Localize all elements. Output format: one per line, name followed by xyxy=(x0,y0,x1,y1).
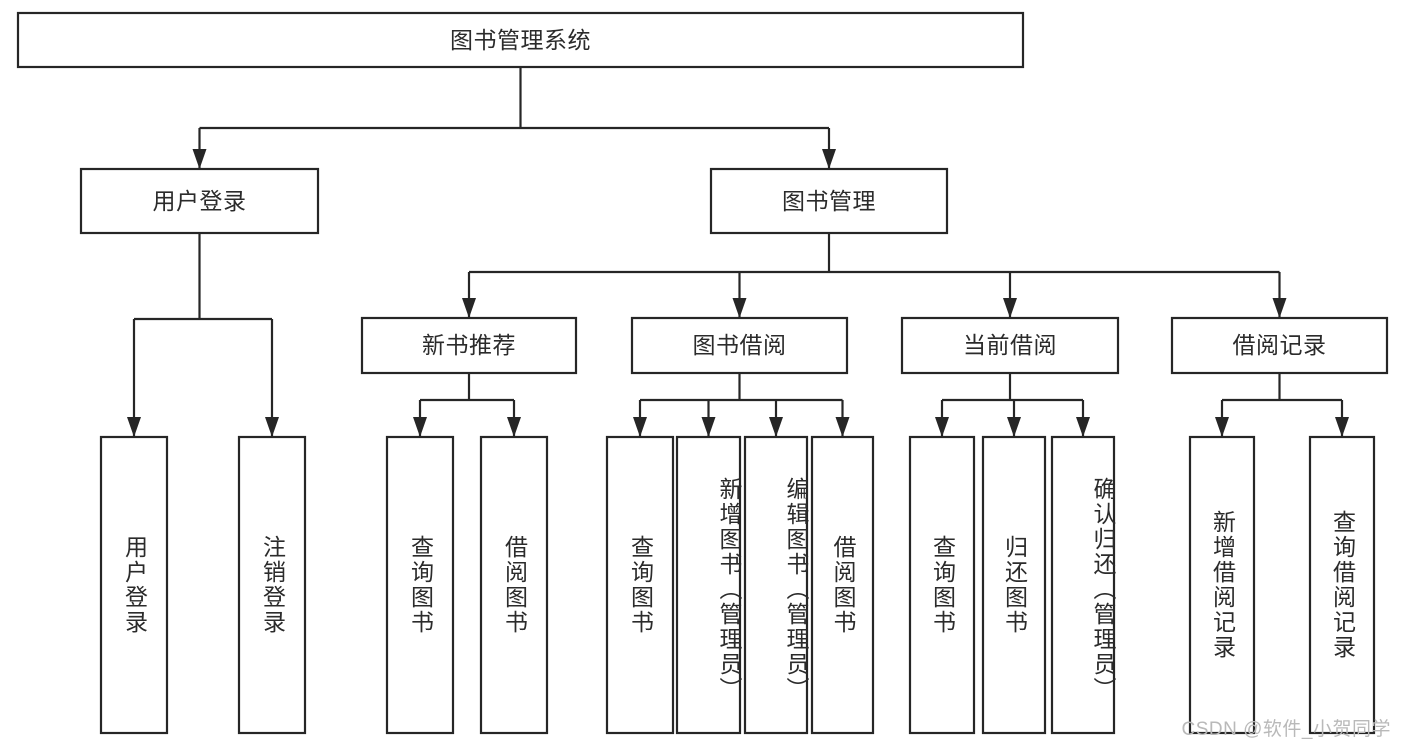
arrow-head-user_login-0 xyxy=(127,417,141,437)
arrow-head-book_borrow-2 xyxy=(769,417,783,437)
node-box-root xyxy=(16,11,1025,69)
arrow-head-new_book_rec-0 xyxy=(413,417,427,437)
arrow-head-current_borrow-2 xyxy=(1076,417,1090,437)
node-box-leaf_query_borrow_record xyxy=(1308,435,1376,735)
boxes-layer xyxy=(16,11,1389,735)
arrow-head-user_login-1 xyxy=(265,417,279,437)
arrow-head-book_borrow-0 xyxy=(633,417,647,437)
node-box-leaf_borrow_book_rec xyxy=(479,435,549,735)
node-box-borrow_record xyxy=(1170,316,1389,375)
arrow-head-book_manage-0 xyxy=(462,298,476,318)
arrow-head-borrow_record-0 xyxy=(1215,417,1229,437)
node-box-book_borrow xyxy=(630,316,849,375)
node-box-leaf_user_logout xyxy=(237,435,307,735)
node-box-leaf_add_borrow_record xyxy=(1188,435,1256,735)
arrow-head-root-1 xyxy=(822,149,836,169)
arrow-head-book_borrow-1 xyxy=(701,417,716,437)
arrow-head-borrow_record-1 xyxy=(1335,417,1349,437)
node-box-leaf_confirm_return_admin xyxy=(1050,435,1116,735)
node-box-book_manage xyxy=(709,167,949,235)
node-box-leaf_query_book_c xyxy=(908,435,976,735)
arrow-head-current_borrow-1 xyxy=(1007,417,1021,437)
node-box-new_book_rec xyxy=(360,316,578,375)
node-box-leaf_return_book xyxy=(981,435,1047,735)
node-box-leaf_borrow_book_b xyxy=(810,435,875,735)
arrow-head-current_borrow-0 xyxy=(935,417,949,437)
arrow-head-book_borrow-3 xyxy=(835,417,850,437)
node-box-current_borrow xyxy=(900,316,1120,375)
arrow-head-root-0 xyxy=(192,149,207,169)
node-box-user_login xyxy=(79,167,320,235)
node-box-leaf_query_book_rec xyxy=(385,435,455,735)
node-box-leaf_query_book_b xyxy=(605,435,675,735)
node-box-leaf_add_book_admin xyxy=(675,435,742,735)
arrow-head-new_book_rec-1 xyxy=(507,417,521,437)
connectors-layer xyxy=(127,67,1349,437)
node-box-leaf_edit_book_admin xyxy=(743,435,809,735)
arrow-head-book_manage-3 xyxy=(1272,298,1287,318)
node-box-leaf_user_login xyxy=(99,435,169,735)
arrow-head-book_manage-1 xyxy=(732,298,747,318)
arrow-head-book_manage-2 xyxy=(1003,298,1017,318)
